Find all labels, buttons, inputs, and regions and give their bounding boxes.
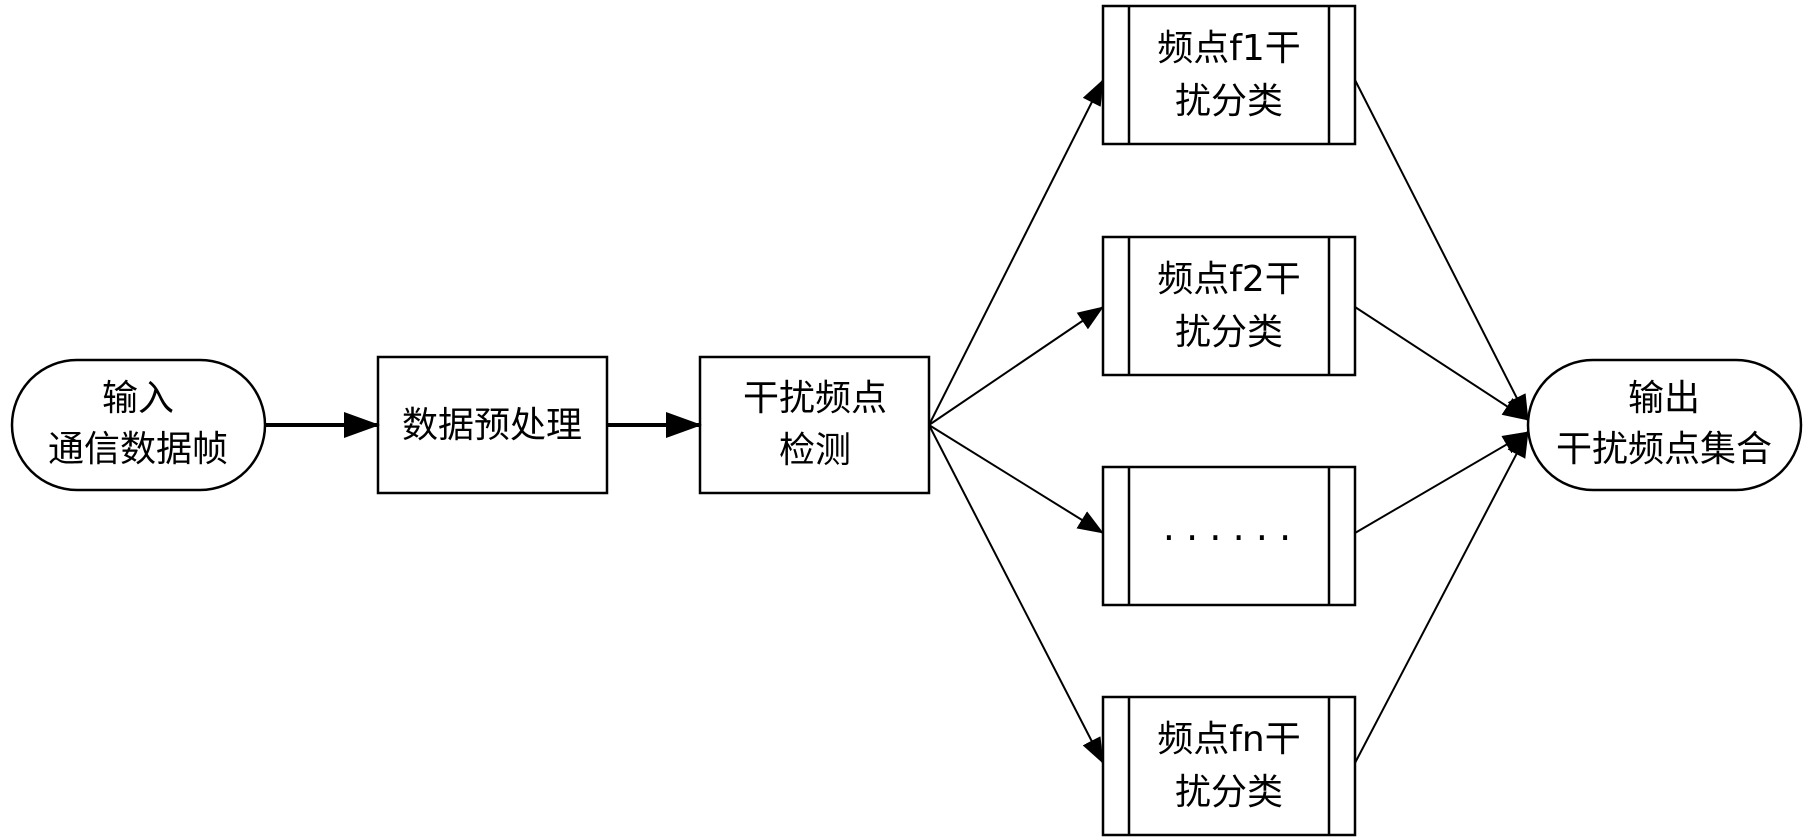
classify-more-node: ...... [1101, 465, 1357, 607]
input-node-line2: 通信数据帧 [48, 429, 228, 470]
arrow-f2-to-output [1354, 306, 1529, 421]
detect-node-line2: 检测 [779, 430, 851, 471]
output-node: 输出 干扰频点集合 [1526, 358, 1803, 492]
detect-node: 干扰频点 检测 [698, 355, 931, 495]
classify-f1-line2: 扰分类 [1175, 81, 1283, 122]
detect-node-line1: 干扰频点 [743, 378, 887, 419]
arrow-detect-to-fn [928, 424, 1104, 764]
input-node-line1: 输入 [102, 378, 174, 419]
classify-f1-line1: 频点f1干 [1157, 28, 1301, 69]
classify-f1-node: 频点f1干 扰分类 [1101, 4, 1357, 146]
arrow-more-to-output [1354, 431, 1529, 534]
classify-f2-line1: 频点f2干 [1157, 259, 1301, 300]
arrow-detect-to-f2 [928, 306, 1104, 426]
classify-fn-line2: 扰分类 [1175, 772, 1283, 813]
output-node-line2: 干扰频点集合 [1556, 429, 1772, 470]
preprocess-node: 数据预处理 [376, 355, 609, 495]
arrow-detect-to-f1 [928, 79, 1104, 426]
classify-fn-node: 频点fn干 扰分类 [1101, 695, 1357, 837]
classify-fn-line1: 频点fn干 [1157, 719, 1301, 760]
classify-more-label: ...... [1159, 510, 1299, 548]
output-node-line1: 输出 [1628, 378, 1700, 419]
preprocess-node-label: 数据预处理 [402, 405, 582, 446]
classify-f2-node: 频点f2干 扰分类 [1101, 235, 1357, 377]
classify-f2-line2: 扰分类 [1175, 312, 1283, 353]
arrow-f1-to-output [1354, 79, 1529, 421]
input-node: 输入 通信数据帧 [10, 358, 267, 492]
arrow-detect-to-more [928, 424, 1104, 534]
arrow-fn-to-output [1354, 431, 1529, 764]
